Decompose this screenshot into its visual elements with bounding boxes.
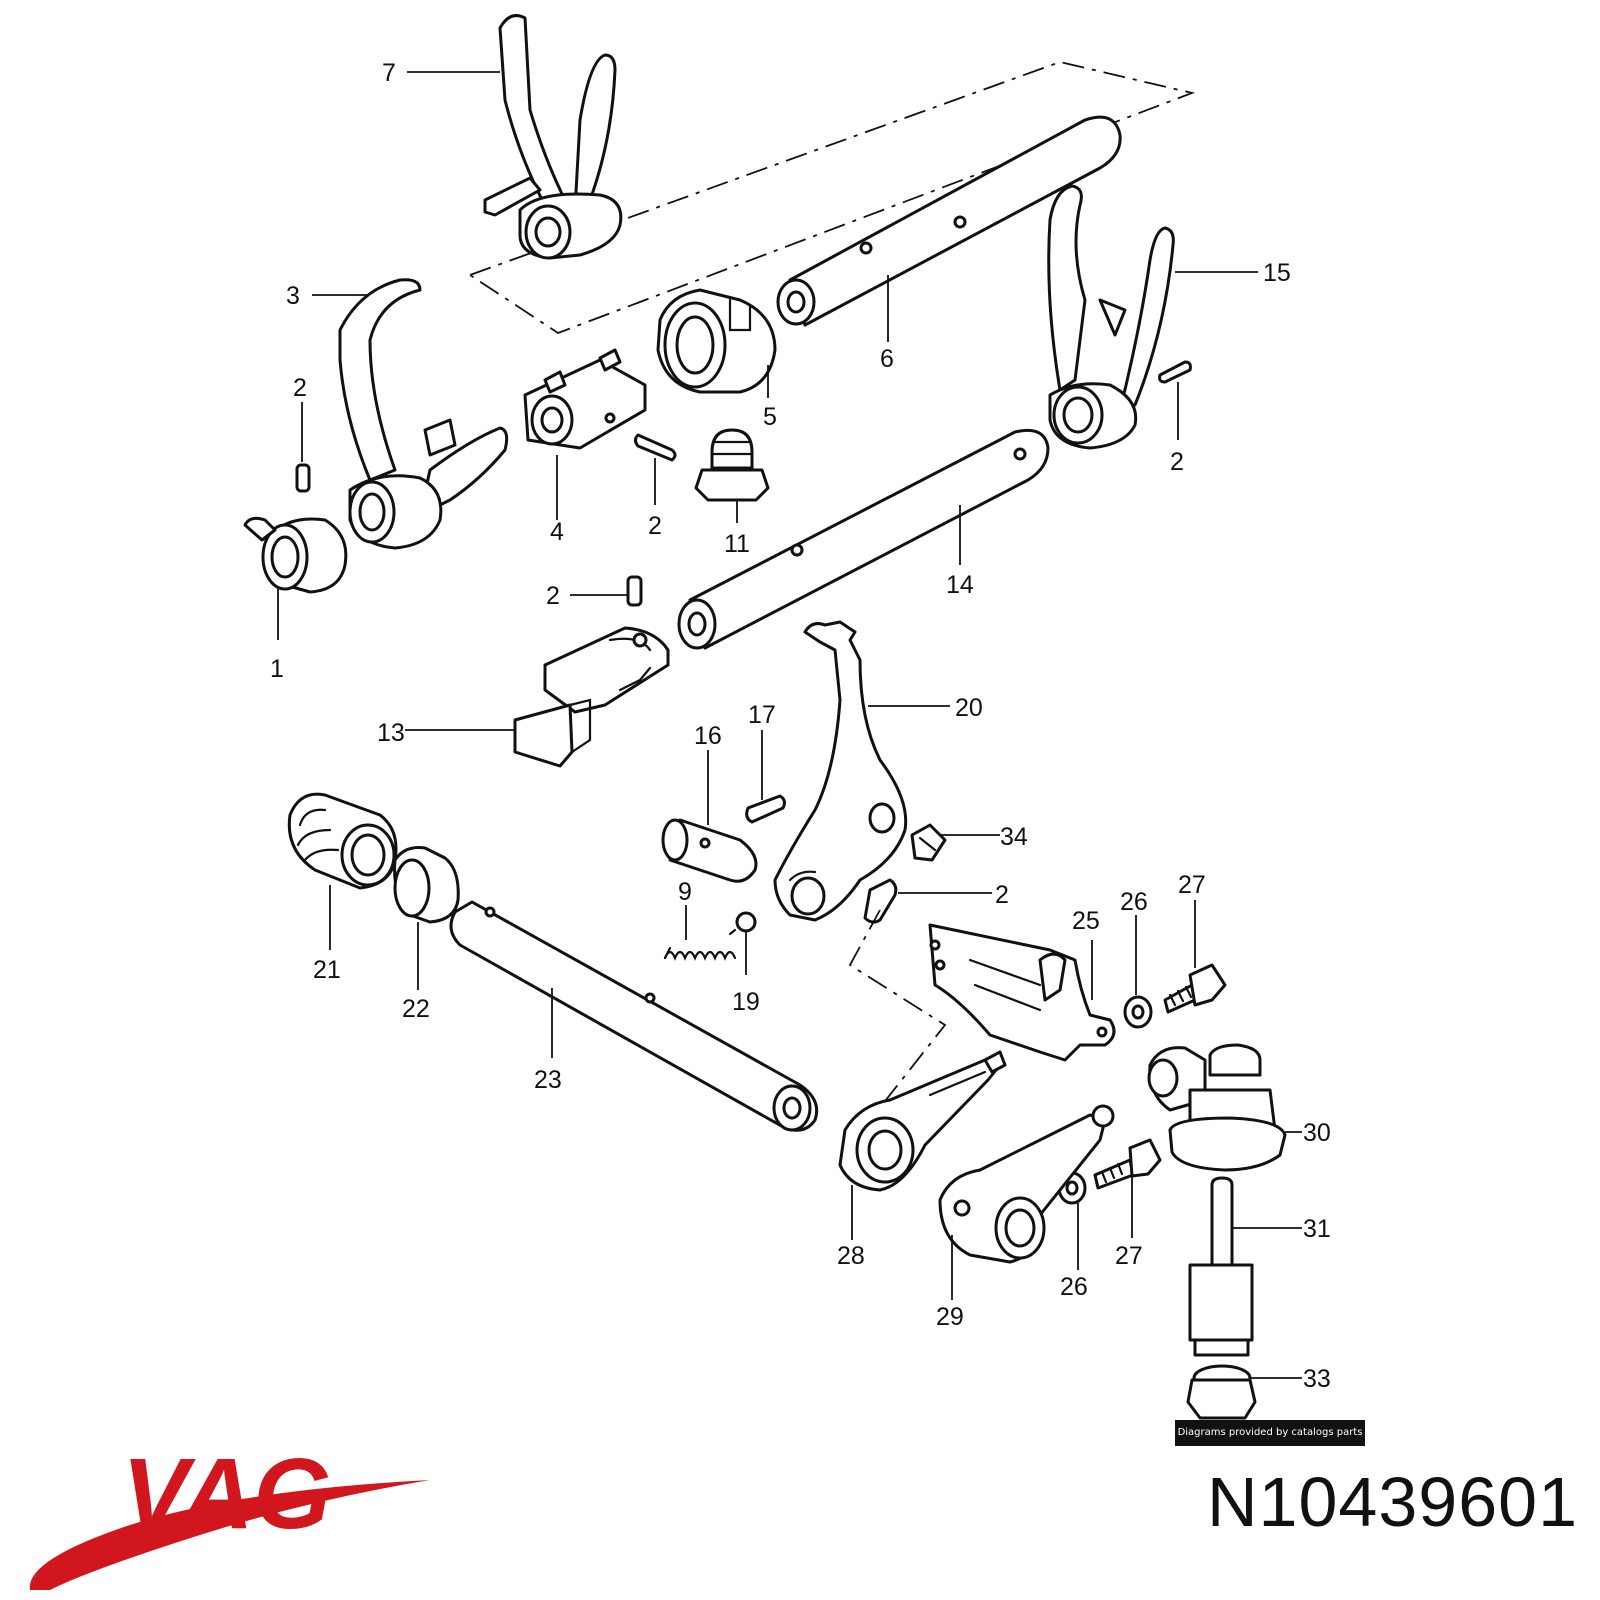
pin-17 — [745, 794, 786, 824]
pivot-31 — [1188, 1176, 1254, 1357]
callout-2: 2 — [995, 881, 1009, 909]
callout-13: 13 — [377, 719, 405, 747]
selector-block-4 — [523, 348, 647, 450]
callout-14: 14 — [946, 571, 974, 599]
diagram-credit-banner: Diagrams provided by catalogs parts — [1175, 1420, 1365, 1446]
selector-shaft-23 — [449, 900, 819, 1132]
callout-11: 11 — [724, 530, 750, 558]
callout-20: 20 — [955, 694, 983, 722]
callout-34: 34 — [1000, 823, 1028, 851]
callout-9: 9 — [678, 878, 692, 906]
logo-swoosh — [29, 1480, 430, 1590]
callout-23: 23 — [534, 1066, 562, 1094]
ball-19 — [735, 911, 757, 933]
shift-rail-14 — [677, 428, 1050, 650]
callout-30: 30 — [1303, 1119, 1331, 1147]
bolts-27 — [1093, 963, 1227, 1190]
selector-sleeve-5 — [656, 288, 777, 394]
assembly-boundary — [468, 61, 1196, 335]
vag-logo: VAG — [29, 1440, 430, 1590]
nut-33 — [1186, 1364, 1257, 1420]
assembly-guides — [848, 909, 947, 1111]
callout-7: 7 — [382, 59, 396, 87]
selector-lever-28 — [838, 1050, 1007, 1192]
callout-6: 6 — [880, 345, 894, 373]
relay-lever-20 — [773, 620, 908, 922]
callout-2: 2 — [546, 582, 560, 610]
pivot-pin-16 — [661, 818, 758, 883]
callout-2: 2 — [1170, 448, 1184, 476]
callout-1: 1 — [270, 655, 284, 683]
rubber-boot-21 — [287, 792, 398, 890]
callout-19: 19 — [732, 988, 760, 1016]
logo-text: VAG — [122, 1440, 331, 1550]
callout-33: 33 — [1303, 1365, 1331, 1393]
callout-27: 27 — [1115, 1242, 1143, 1270]
selector-lever-29 — [938, 1104, 1115, 1264]
callout-26: 26 — [1120, 888, 1148, 916]
shift-fork-3 — [338, 278, 509, 550]
callout-2: 2 — [293, 374, 307, 402]
bracket-25 — [928, 923, 1116, 1062]
screw-plug-11 — [694, 428, 770, 502]
callout-15: 15 — [1263, 259, 1291, 287]
callout-29: 29 — [936, 1303, 964, 1331]
bushing-22 — [393, 846, 460, 924]
callout-26: 26 — [1060, 1273, 1088, 1301]
part-number: N10439601 — [1207, 1463, 1578, 1541]
shift-rail-6 — [776, 115, 1122, 327]
leader-lines — [277, 71, 1302, 1379]
shift-fork-7 — [483, 14, 623, 260]
callout-3: 3 — [286, 282, 300, 310]
callout-25: 25 — [1072, 907, 1100, 935]
callout-2: 2 — [648, 512, 662, 540]
lever-housing-30 — [1147, 1043, 1287, 1172]
callout-labels: 7 3 2 4 2 5 6 15 2 11 14 1 2 13 16 17 20… — [270, 59, 1331, 1393]
callout-17: 17 — [748, 701, 776, 729]
clip-34 — [910, 823, 947, 862]
pins-2 — [295, 360, 1192, 924]
callout-4: 4 — [550, 518, 564, 546]
callout-16: 16 — [694, 722, 722, 750]
callout-21: 21 — [313, 956, 341, 984]
callout-31: 31 — [1303, 1215, 1331, 1243]
callout-5: 5 — [763, 403, 777, 431]
selector-finger-13 — [513, 626, 670, 768]
spring-9 — [663, 928, 737, 961]
shift-fork-15 — [1047, 184, 1175, 450]
callout-28: 28 — [837, 1242, 865, 1270]
collar-1 — [243, 516, 348, 594]
callout-27: 27 — [1178, 871, 1206, 899]
callout-22: 22 — [402, 995, 430, 1023]
